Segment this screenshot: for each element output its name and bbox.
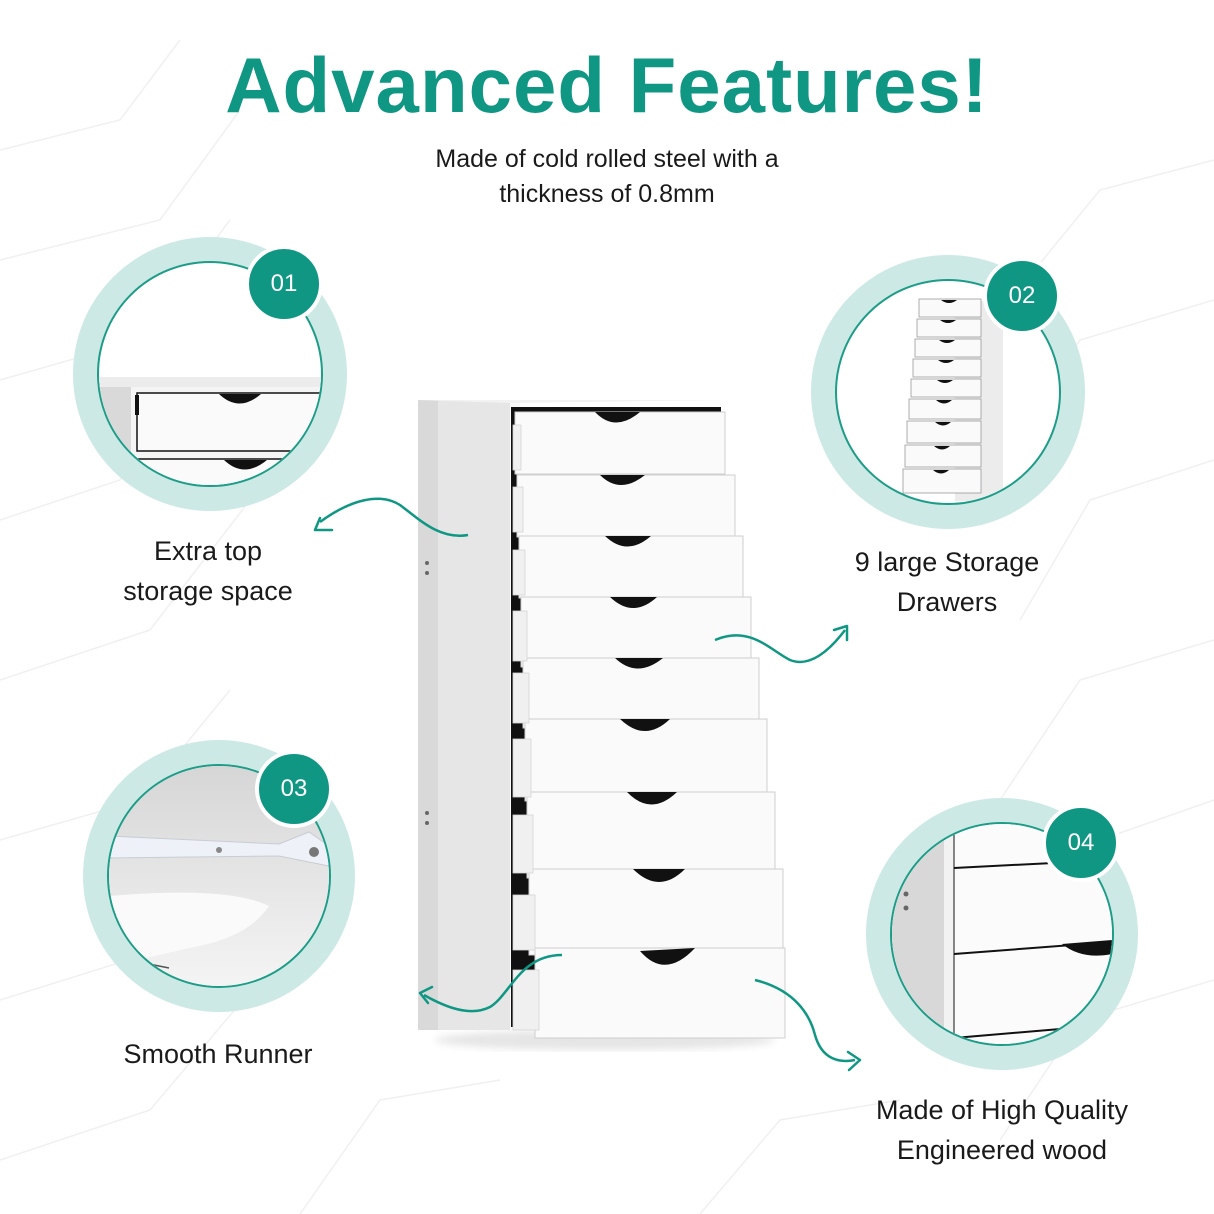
- page-subtitle: Made of cold rolled steel with a thickne…: [0, 142, 1214, 212]
- feature-01-circle: 01: [73, 237, 347, 511]
- feature-01-badge: 01: [245, 245, 323, 323]
- feature-04-label: Made of High Quality Engineered wood: [875, 1095, 1129, 1165]
- subtitle-line-1: Made of cold rolled steel with a: [435, 145, 779, 173]
- feature-04-circle: 04: [866, 798, 1138, 1070]
- feature-02-badge: 02: [983, 257, 1061, 335]
- feature-01-label: Extra top storage space: [123, 536, 293, 606]
- feature-03-label: Smooth Runner: [123, 1039, 313, 1069]
- arrow-to-feature-02-icon: [714, 624, 849, 663]
- product-cabinet-image: [418, 400, 786, 1050]
- cabinet-full-view-icon: [902, 298, 1003, 501]
- feature-03-badge: 03: [255, 750, 333, 828]
- arrow-to-feature-01-icon: [313, 497, 469, 538]
- feature-03-circle: 03: [83, 740, 355, 1012]
- page-title: Advanced Features!: [225, 41, 989, 129]
- subtitle-line-2: thickness of 0.8mm: [499, 180, 715, 208]
- feature-02-circle: 02: [811, 255, 1085, 529]
- feature-02-label: 9 large Storage Drawers: [854, 547, 1040, 617]
- arrow-to-feature-03-icon: [418, 953, 563, 1013]
- arrow-to-feature-04-icon: [754, 978, 862, 1072]
- feature-04-badge: 04: [1042, 804, 1120, 882]
